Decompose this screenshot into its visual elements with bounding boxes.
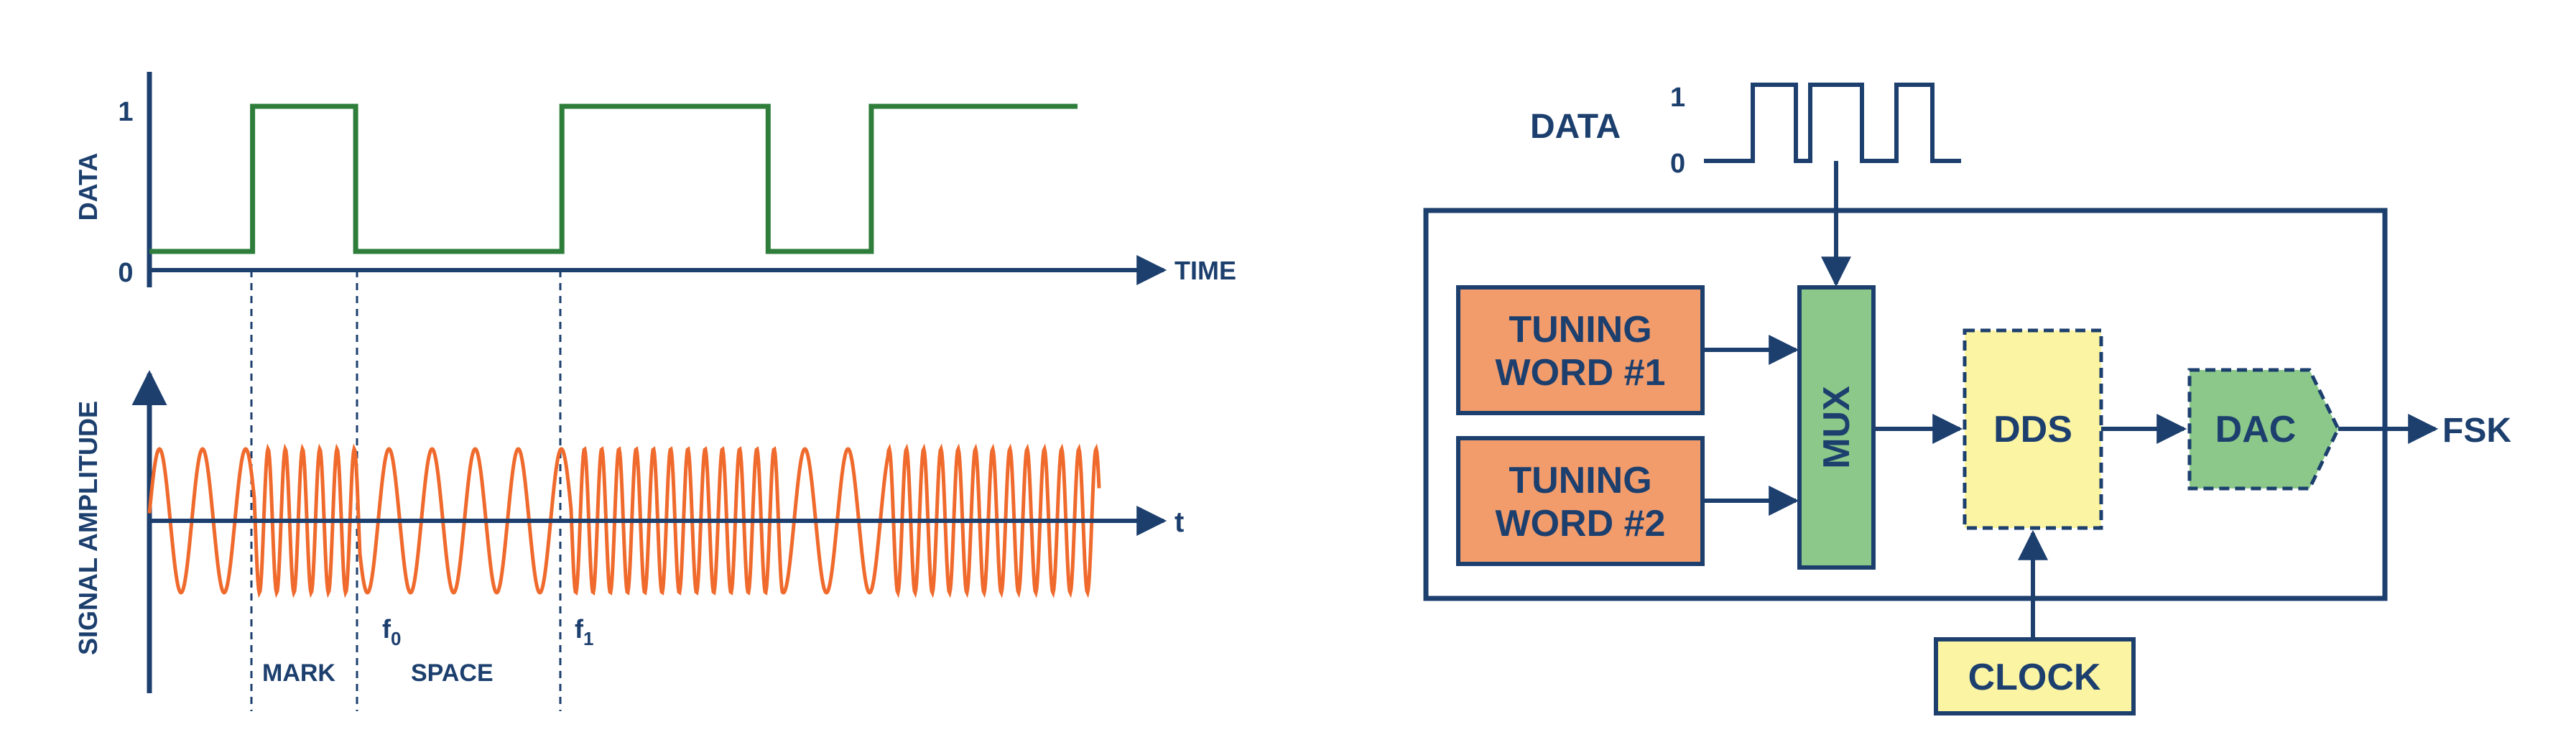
f0-subscript: 0 — [391, 628, 401, 649]
clock-box — [1934, 637, 2136, 715]
tuning-word-1-line2: WORD #1 — [1496, 352, 1666, 394]
dac-box — [2187, 368, 2340, 491]
tuning-word-2-line2: WORD #2 — [1496, 503, 1666, 545]
f1-subscript: 1 — [583, 628, 593, 649]
block-data-label: DATA — [1530, 108, 1621, 146]
fsk-signal-waveform — [147, 443, 1101, 598]
data-waveform — [149, 103, 1078, 254]
tuning-word-1-line1: TUNING — [1509, 309, 1651, 351]
fsk-modulator-enclosure — [1423, 208, 2388, 601]
clock-label: CLOCK — [1968, 657, 2101, 698]
data-level-low: 0 — [118, 258, 133, 288]
dds-box — [1963, 328, 2103, 530]
mux-box — [1797, 285, 1876, 570]
space-label: SPACE — [411, 659, 494, 687]
block-data-pulse — [1704, 83, 1961, 163]
tuning-word-1-box — [1456, 285, 1705, 415]
data-level-high: 1 — [118, 97, 133, 127]
dds-label: DDS — [1993, 409, 2072, 450]
block-data-high: 1 — [1670, 83, 1685, 113]
amplitude-axis-label: SIGNAL AMPLITUDE — [73, 401, 103, 655]
mark-label: MARK — [262, 659, 335, 687]
mux-label: MUX — [1816, 386, 1858, 469]
block-diagram: DATA 1 0 TUNING WORD #1 TUNING WORD #2 M… — [1423, 83, 2511, 715]
f0-label: f0 — [382, 614, 401, 649]
t-axis-label: t — [1175, 506, 1184, 538]
f1-label: f1 — [575, 614, 593, 649]
block-data-low: 0 — [1670, 149, 1685, 179]
fsk-output-label: FSK — [2442, 412, 2511, 450]
time-axis-label: TIME — [1175, 256, 1236, 285]
data-axis-label: DATA — [73, 153, 103, 221]
dac-label: DAC — [2215, 409, 2297, 450]
timing-diagram: DATA 1 0 TIME SIGNAL AMPLITUDE t MARK SP… — [73, 72, 1236, 711]
tuning-word-2-line1: TUNING — [1509, 460, 1651, 501]
